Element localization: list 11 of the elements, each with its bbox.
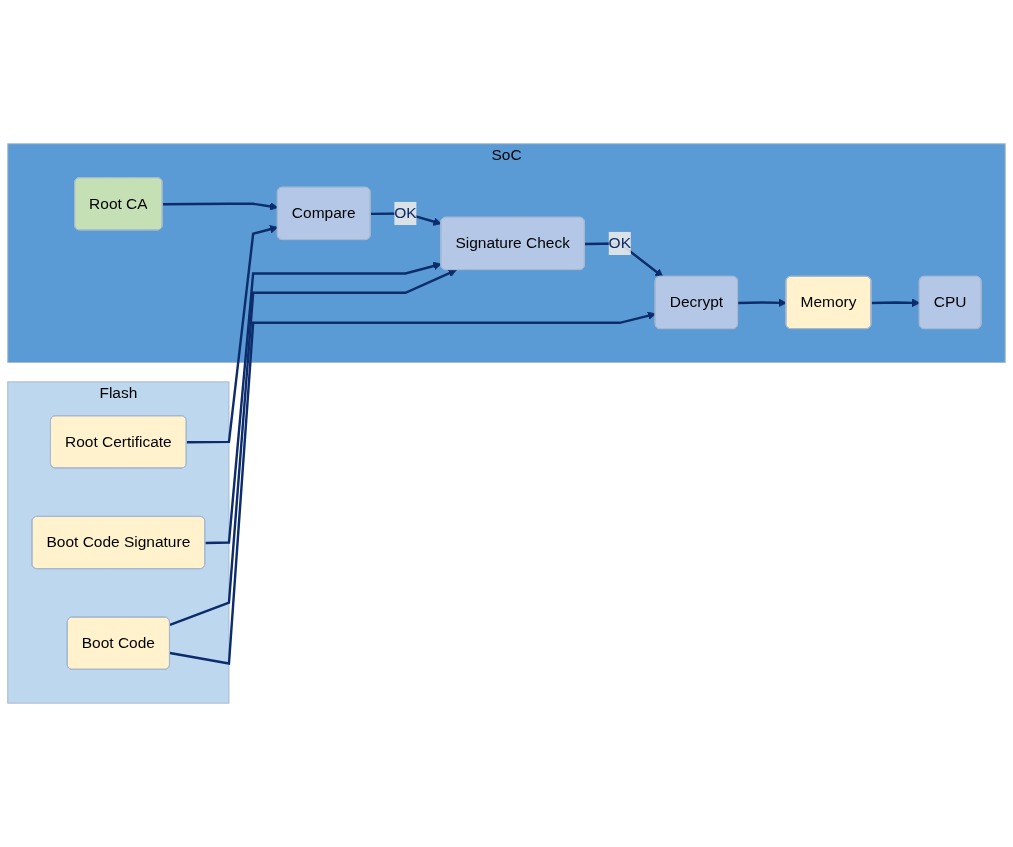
arrow: [169, 269, 457, 627]
arrow: [169, 311, 657, 665]
edge-label: OK: [394, 204, 417, 222]
arrow: [370, 212, 442, 226]
edge-label: OK: [608, 234, 631, 252]
arrow: [205, 261, 442, 545]
arrow: [186, 225, 279, 444]
arrow: [738, 298, 787, 308]
arrow: [871, 298, 921, 308]
arrow: [584, 242, 664, 278]
arrow: [162, 202, 279, 211]
